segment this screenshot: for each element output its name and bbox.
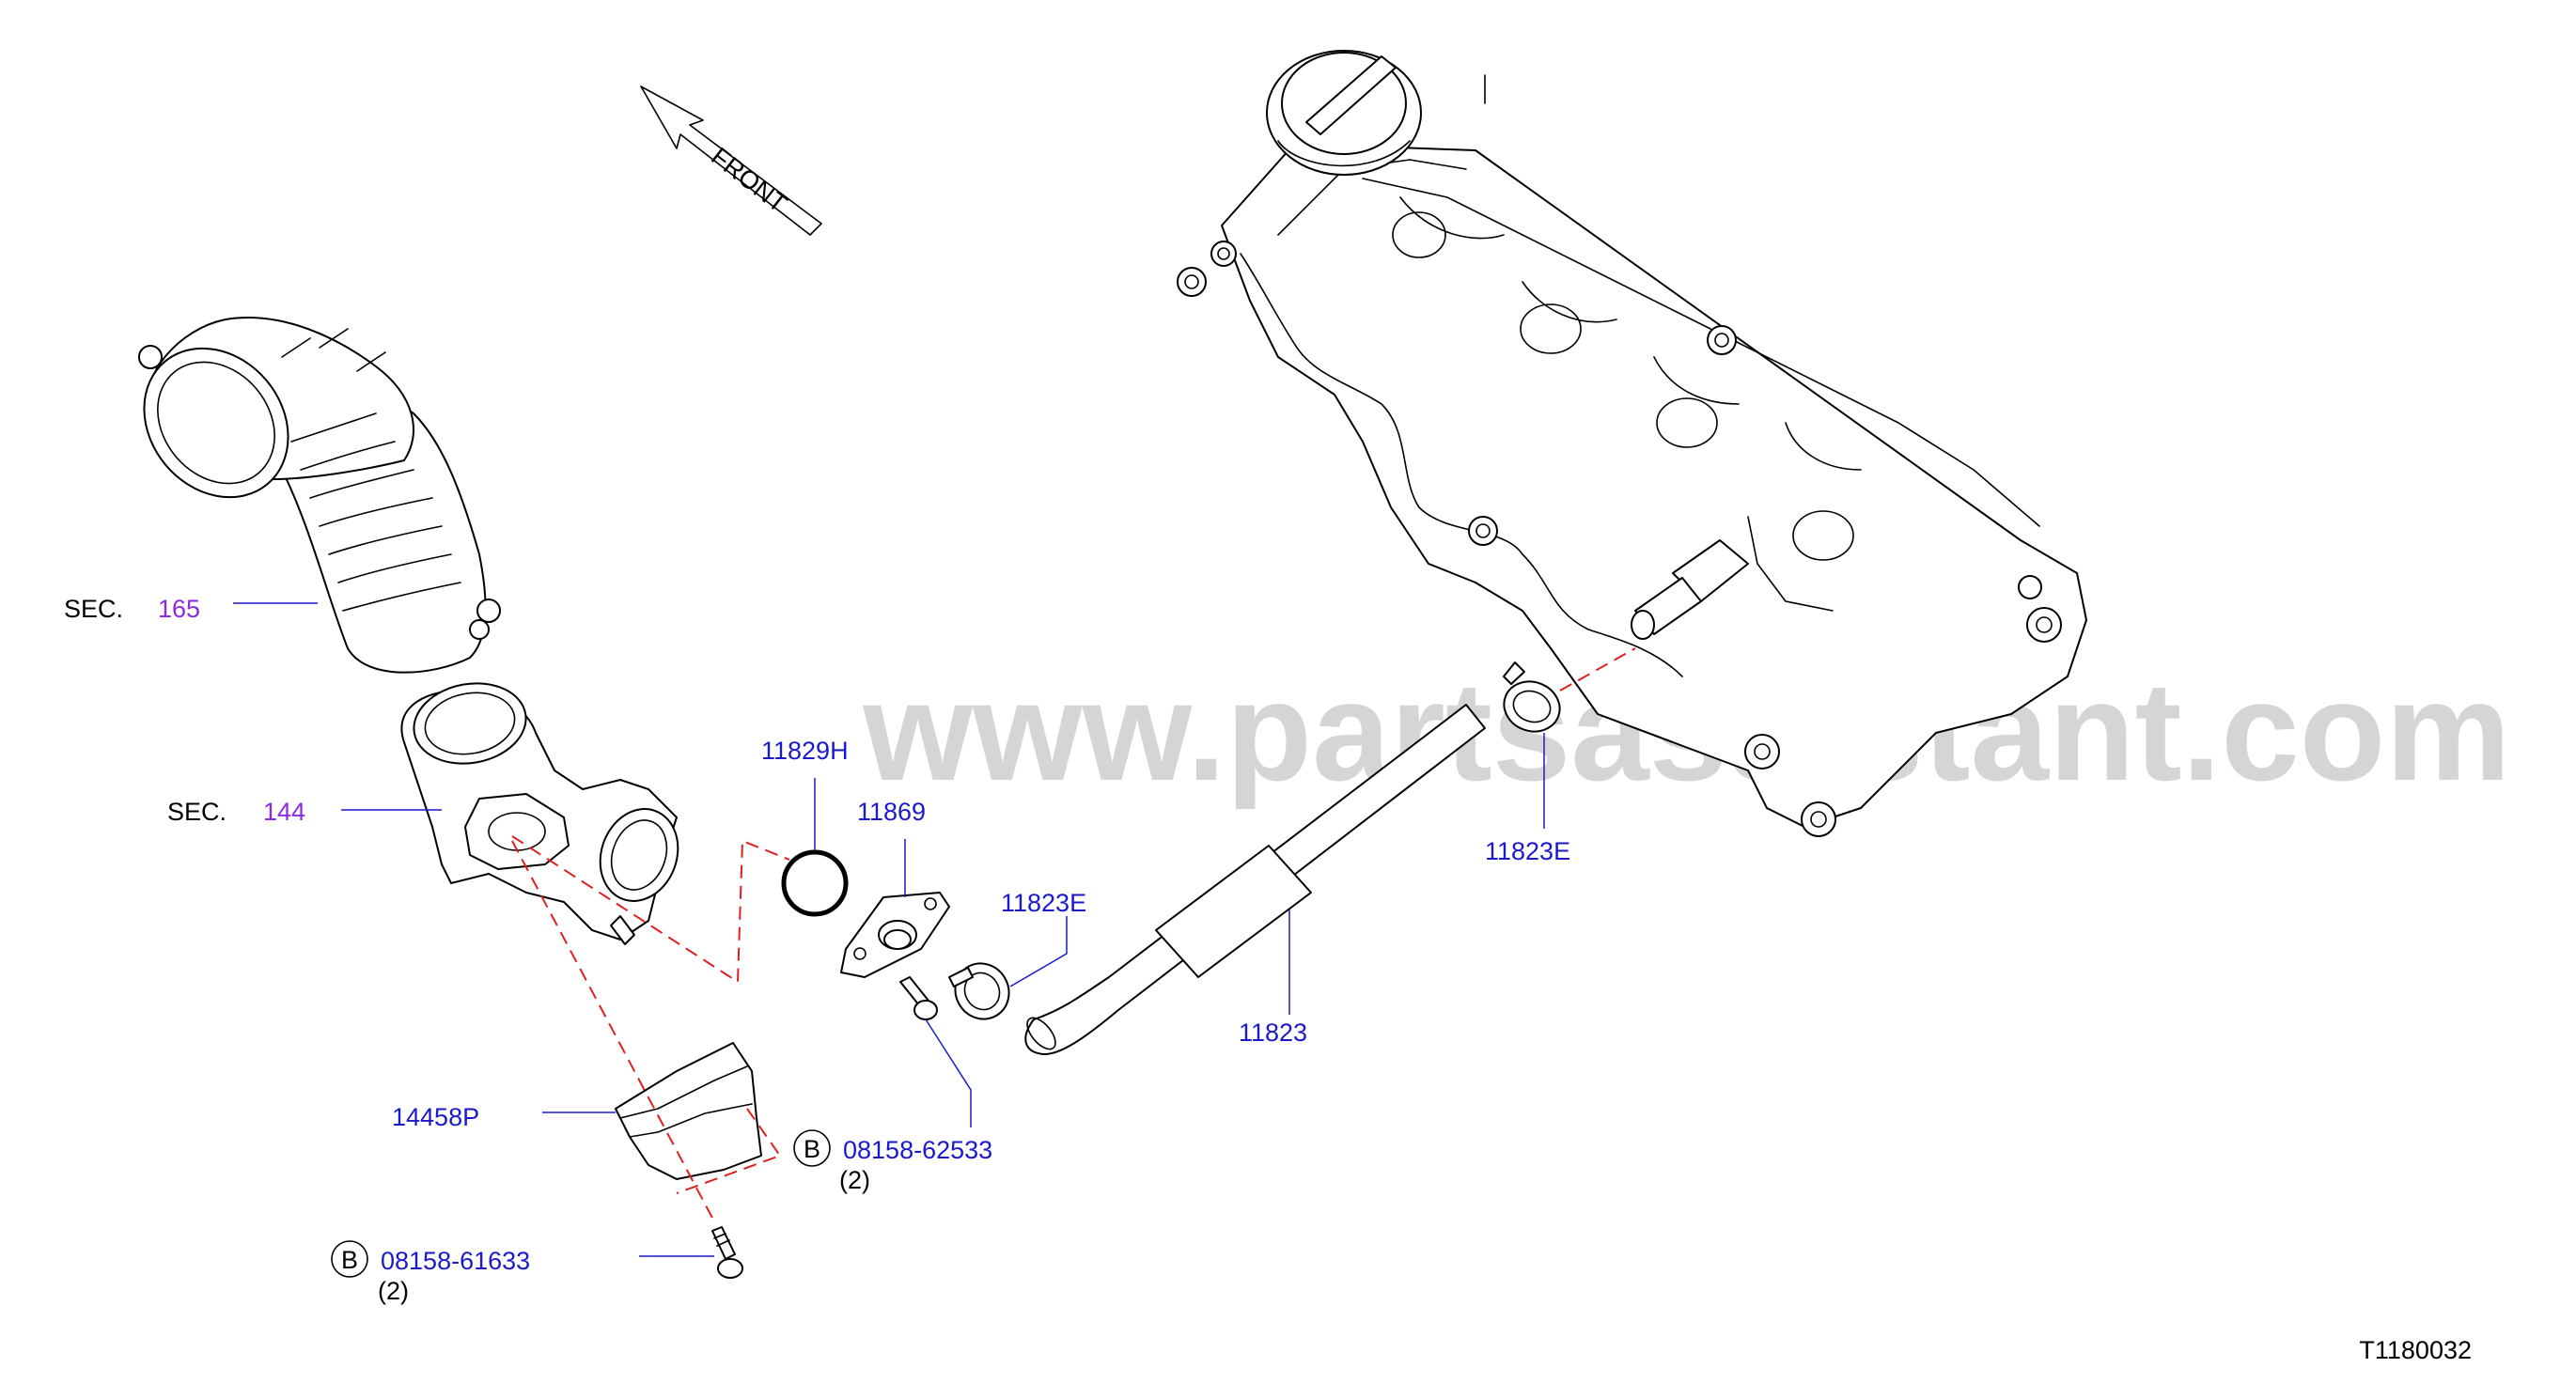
bolt-b-qty: (2) <box>378 1277 409 1305</box>
front-label: FRONT <box>706 142 792 218</box>
callout-08158-62533[interactable]: 08158-62533 <box>843 1136 992 1164</box>
pcv-outlet <box>1631 539 1749 640</box>
sec-144-link[interactable]: 144 <box>263 798 305 826</box>
hose-11823 <box>1024 704 1486 1056</box>
bolt-b-letter: B <box>341 1246 358 1274</box>
clamp-11823E-upper <box>1503 661 1561 733</box>
sec-165-prefix: SEC. <box>64 595 123 623</box>
cover-studs <box>1177 241 2062 837</box>
callout-08158-61633[interactable]: 08158-61633 <box>381 1247 530 1275</box>
leader-lines <box>233 602 1545 1257</box>
callout-11823E-upper[interactable]: 11823E <box>1485 837 1570 865</box>
sec-144-prefix: SEC. <box>167 798 226 826</box>
flange-11869 <box>840 892 950 978</box>
bolt-a-letter: B <box>804 1135 820 1163</box>
o-ring-11829H <box>781 849 849 917</box>
diagram-code: T1180032 <box>2359 1336 2472 1364</box>
bolt-08158-62533 <box>899 976 938 1020</box>
callout-11823[interactable]: 11823 <box>1239 1018 1307 1047</box>
callout-14458P[interactable]: 14458P <box>392 1103 479 1131</box>
bolt-a-circle <box>793 1129 831 1167</box>
air-duct <box>138 317 501 674</box>
callout-11829H[interactable]: 11829H <box>761 737 849 765</box>
callout-11823E-lower[interactable]: 11823E <box>1001 889 1086 917</box>
callout-11869[interactable]: 11869 <box>857 798 926 826</box>
bolt-a-qty: (2) <box>839 1166 870 1194</box>
sec-165-link[interactable]: 165 <box>158 595 200 623</box>
bracket-14458P <box>615 1042 762 1180</box>
front-arrow-icon <box>640 85 822 236</box>
bolt-b-circle <box>331 1240 368 1278</box>
rocker-cover <box>1177 50 2087 837</box>
oil-cap <box>1266 50 1422 176</box>
phantom-lines <box>511 647 1636 1222</box>
bolt-08158-61633 <box>711 1226 743 1279</box>
clamp-11823E-lower <box>948 962 1010 1020</box>
throttle-body <box>400 682 679 945</box>
